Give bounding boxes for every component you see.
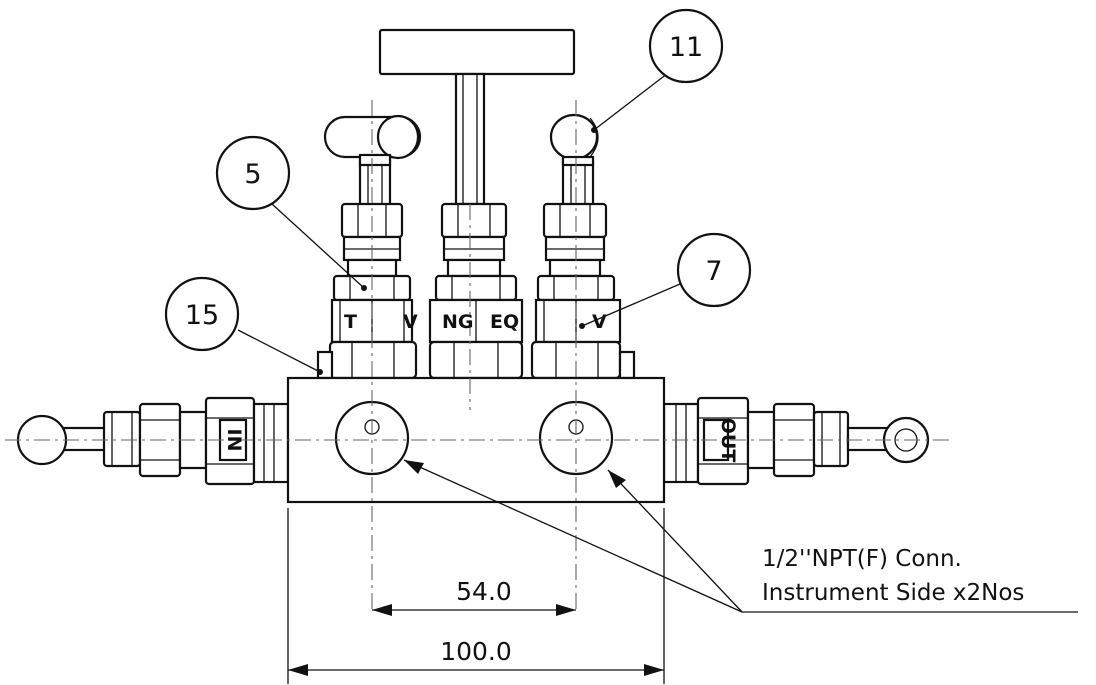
marking-right-port: OUT (717, 418, 739, 463)
note-line-2: Instrument Side x2Nos (762, 580, 1024, 606)
callout-balloon-5: 5 (215, 135, 291, 211)
marking-center-left: NG (442, 311, 474, 333)
center-t-handle (378, 28, 576, 206)
marking-left-band: V (403, 311, 418, 333)
note-leaders (403, 459, 1078, 613)
body-tab-right (618, 350, 636, 380)
callout-15-label: 15 (185, 300, 219, 331)
right-valve-handle (549, 113, 599, 208)
dimension-100 (287, 508, 665, 684)
centerlines (5, 100, 950, 612)
right-side-plug (662, 396, 930, 486)
callout-balloon-11: 11 (648, 8, 724, 84)
callout-7-label: 7 (705, 256, 722, 287)
balloon-leaders (237, 69, 681, 375)
callout-5-label: 5 (244, 159, 261, 190)
marking-left-port: IN (223, 429, 245, 452)
center-valve-bonnet (428, 202, 524, 380)
dimension-100-label: 100.0 (440, 637, 512, 666)
right-valve-bonnet (530, 202, 622, 380)
dimension-54 (372, 604, 576, 616)
marking-right-band: V (592, 311, 607, 333)
callout-11-label: 11 (669, 32, 703, 63)
note-line-1: 1/2''NPT(F) Conn. (762, 546, 962, 572)
dimension-54-label: 54.0 (456, 577, 512, 606)
marking-center-right: EQ (490, 311, 519, 333)
callout-balloon-7: 7 (676, 232, 752, 308)
left-side-plug (16, 396, 290, 486)
callout-balloon-15: 15 (164, 276, 240, 352)
marking-left-hex: T (344, 311, 357, 333)
left-valve-bonnet (328, 202, 418, 380)
